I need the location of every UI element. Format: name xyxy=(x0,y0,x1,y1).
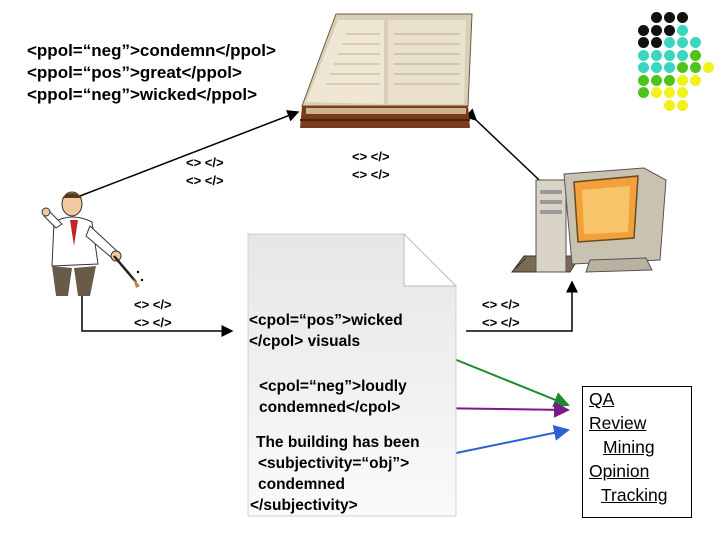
color-dot xyxy=(651,37,662,48)
doc-block-neg: <cpol=“neg”>loudly condemned</cpol> xyxy=(259,376,407,418)
color-dot xyxy=(677,74,688,86)
tags-writer-book: <> </> <> </> xyxy=(186,155,224,188)
color-dots-icon xyxy=(638,12,718,112)
color-dot xyxy=(664,12,675,23)
book-tag-line: <ppol=“pos”>great</ppol> xyxy=(27,63,242,82)
tags-book-computer: <> </> <> </> xyxy=(352,149,390,182)
color-dot xyxy=(677,99,688,111)
tags-doc-computer: <> </> <> </> xyxy=(482,297,520,330)
computer-icon xyxy=(511,167,667,273)
doc-line: </subjectivity> xyxy=(250,497,358,514)
doc-line: <cpol=“pos”>wicked xyxy=(249,312,403,329)
book-tag-line: <ppol=“neg”>condemn</ppol> xyxy=(27,41,276,60)
doc-line: The building has been xyxy=(256,434,420,451)
color-dot xyxy=(638,62,649,73)
color-dot xyxy=(664,62,675,73)
book-tag-line: <ppol=“neg”>wicked</ppol> xyxy=(27,85,258,104)
color-dot xyxy=(651,62,662,73)
color-dot xyxy=(638,74,649,86)
document-icon xyxy=(247,232,458,517)
app-opinion: Opinion xyxy=(589,461,650,481)
doc-block-subjectivity: The building has been <subjectivity=“obj… xyxy=(250,432,420,516)
color-dot xyxy=(664,37,675,48)
writer-icon xyxy=(41,191,144,296)
color-dot xyxy=(690,37,701,48)
color-dot xyxy=(651,74,662,86)
app-review: Review xyxy=(589,413,647,433)
app-tracking: Tracking xyxy=(601,485,668,505)
arrow-doc-to-computer xyxy=(466,280,578,332)
color-dot xyxy=(690,74,701,86)
color-dot xyxy=(677,62,688,73)
color-dot xyxy=(664,99,675,111)
color-dot xyxy=(651,12,662,23)
color-dot xyxy=(664,24,675,36)
color-dot xyxy=(677,87,688,98)
doc-line: <subjectivity=“obj”> xyxy=(258,455,410,472)
color-dot xyxy=(677,24,688,36)
color-dot xyxy=(677,12,688,23)
book-icon xyxy=(300,13,473,128)
color-dot xyxy=(651,87,662,98)
tags-writer-doc: <> </> <> </> xyxy=(134,297,172,330)
color-dot xyxy=(638,87,649,98)
applications-box: QA Review Mining Opinion Tracking xyxy=(582,386,692,518)
color-dot xyxy=(651,24,662,36)
color-dot xyxy=(664,74,675,86)
arrow-writer-to-book xyxy=(79,110,300,197)
color-dot xyxy=(664,49,675,61)
color-dot xyxy=(651,49,662,61)
doc-block-pos: <cpol=“pos”>wicked </cpol> visuals xyxy=(249,310,403,352)
color-dot xyxy=(638,37,649,48)
arrow-writer-to-doc xyxy=(81,296,234,337)
app-mining: Mining xyxy=(603,437,655,457)
color-dot xyxy=(638,49,649,61)
doc-line: <cpol=“neg”>loudly xyxy=(259,378,407,395)
color-dot xyxy=(677,37,688,48)
doc-line: condemned</cpol> xyxy=(259,399,401,416)
color-dot xyxy=(638,24,649,36)
doc-line: </cpol> visuals xyxy=(249,333,361,350)
color-dot xyxy=(690,49,701,61)
color-dot xyxy=(703,62,714,73)
color-dot xyxy=(664,87,675,98)
color-dot xyxy=(677,49,688,61)
doc-line: condemned xyxy=(258,476,345,493)
book-tags: <ppol=“neg”>condemn</ppol> <ppol=“pos”>g… xyxy=(27,40,276,106)
app-qa: QA xyxy=(589,389,615,409)
color-dot xyxy=(690,62,701,73)
